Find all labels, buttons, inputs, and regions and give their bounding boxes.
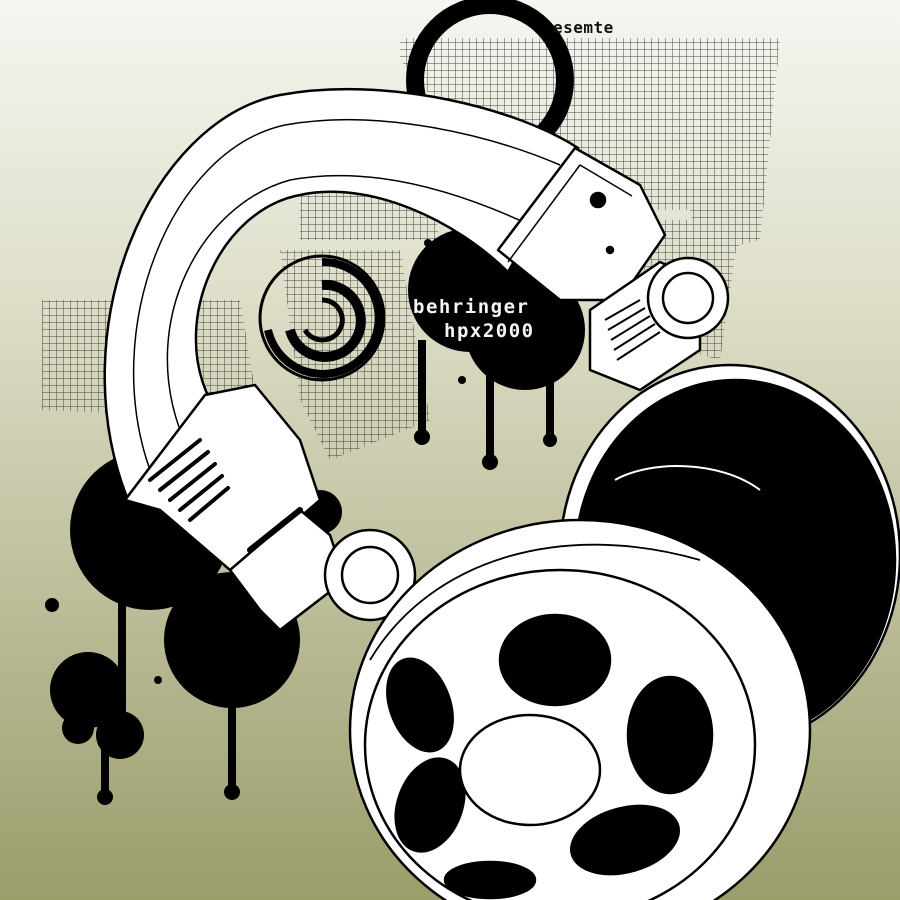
ear-cup-holes xyxy=(386,613,714,900)
right-slider xyxy=(496,146,730,392)
center-blob-decoration xyxy=(408,228,585,470)
headband xyxy=(103,87,580,502)
spiral-ring-decoration xyxy=(258,254,386,382)
artist-signature: esemte xyxy=(553,18,614,37)
model-name: hpx2000 xyxy=(444,320,535,342)
left-ear-cup xyxy=(348,518,812,900)
brand-name: behringer xyxy=(413,296,530,318)
right-vent-grille xyxy=(604,299,661,361)
left-vent-grille xyxy=(148,438,230,522)
ear-cup-center-disc xyxy=(458,713,602,827)
left-slider xyxy=(123,383,417,632)
